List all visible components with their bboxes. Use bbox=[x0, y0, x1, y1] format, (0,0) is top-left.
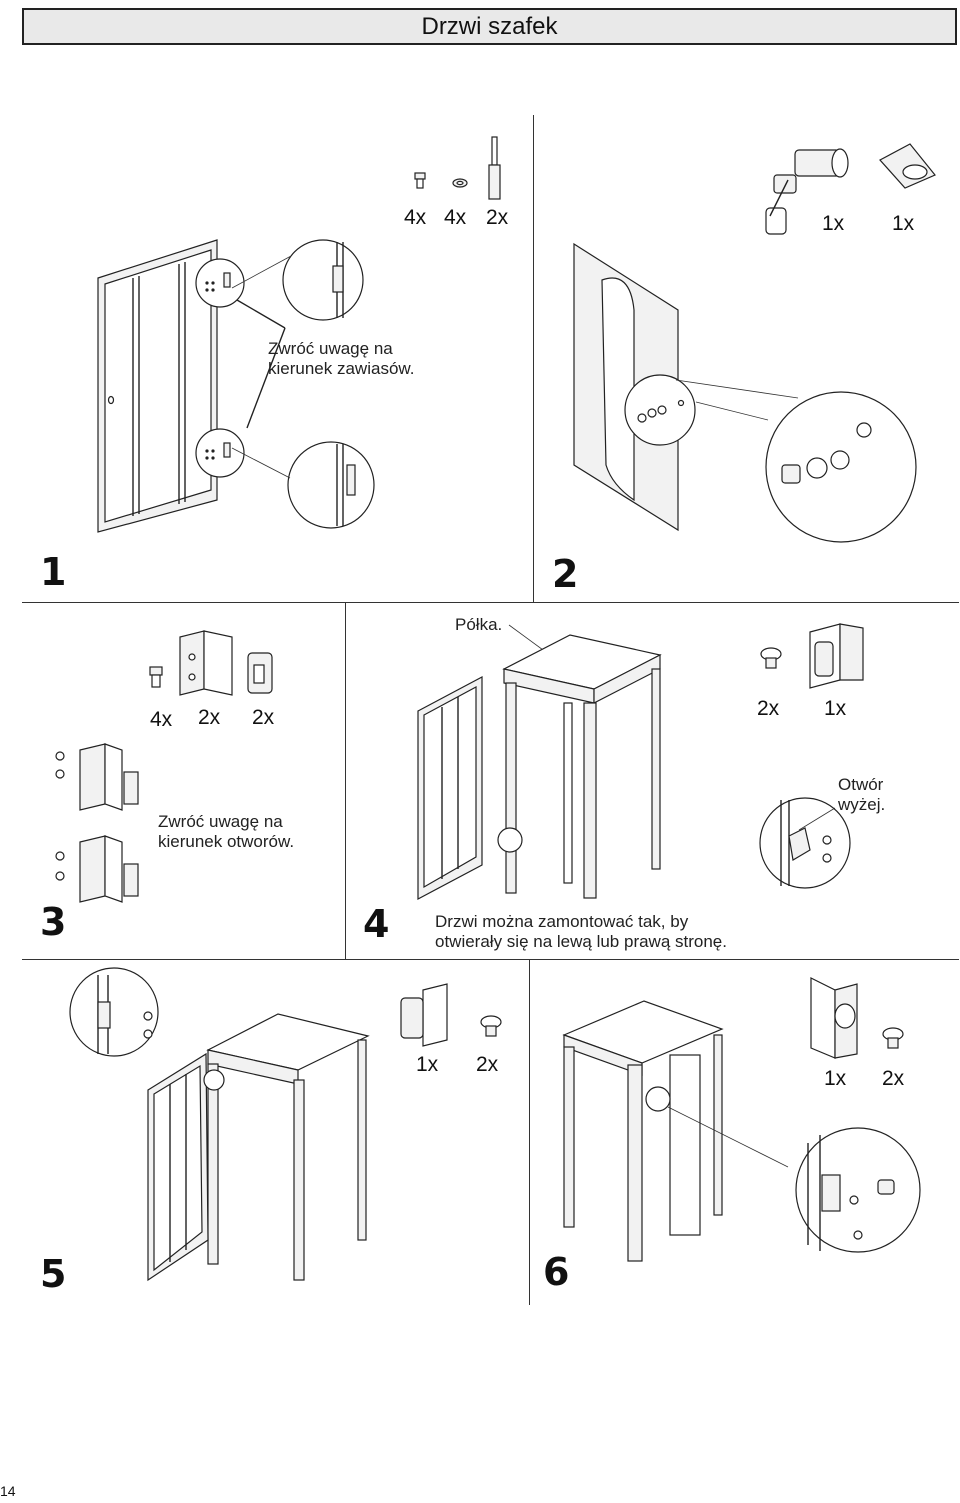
step-2-parts-icons bbox=[760, 130, 940, 245]
step-6-parts-icons bbox=[805, 972, 915, 1067]
screw-icon bbox=[882, 1027, 904, 1049]
step-5-parts-icons bbox=[395, 980, 515, 1050]
step-3-parts-icons bbox=[140, 625, 290, 705]
step-4-shelf-label: Półka. bbox=[455, 615, 503, 634]
step-3-qty-pin: 2x bbox=[252, 706, 275, 729]
step-2-qty-latch: 1x bbox=[892, 212, 915, 235]
step-2-door-figure bbox=[572, 240, 922, 543]
step-6-qty-plate: 1x bbox=[824, 1067, 847, 1090]
step-4-number: 4 bbox=[363, 902, 390, 946]
step-3-number: 3 bbox=[40, 900, 67, 944]
page-number: 14 bbox=[0, 1483, 16, 1499]
step-1-parts-icons bbox=[405, 135, 525, 205]
divider-vertical-bottom bbox=[529, 960, 530, 1305]
step-2-qty-lock: 1x bbox=[822, 212, 845, 235]
step-3-note-line-1: Zwróć uwagę na bbox=[158, 812, 283, 831]
step-6-qty-screw: 2x bbox=[882, 1067, 905, 1090]
step-1-door-figure bbox=[95, 238, 375, 538]
hinge-pin-icon bbox=[488, 136, 501, 200]
step-1-qty-screw: 4x bbox=[404, 206, 427, 229]
step-3-bracket-figure bbox=[50, 742, 150, 907]
lock-with-keys-icon bbox=[765, 148, 849, 235]
step-5-qty-screw: 2x bbox=[476, 1053, 499, 1076]
screw-icon bbox=[149, 666, 163, 688]
step-4-qty-screw: 2x bbox=[757, 697, 780, 720]
step-5-cabinet-figure bbox=[68, 967, 373, 1285]
screw-icon bbox=[55, 751, 65, 881]
step-1-number: 1 bbox=[40, 550, 67, 594]
hinge-bracket-icon bbox=[79, 743, 139, 903]
step-3-qty-screw: 4x bbox=[150, 708, 173, 731]
step-3-note-line-2: kierunek otworów. bbox=[158, 832, 295, 851]
divider-horizontal-top bbox=[22, 602, 959, 603]
latch-plate-icon bbox=[810, 977, 858, 1059]
step-1-note-line-2: kierunek zawiasów. bbox=[268, 359, 415, 378]
hinge-pin-icon bbox=[247, 652, 273, 694]
divider-vertical-top bbox=[533, 115, 534, 602]
step-4-note-line-1: Drzwi można zamontować tak, by bbox=[435, 912, 689, 931]
divider-vertical-middle bbox=[345, 602, 346, 959]
step-3-qty-bracket: 2x bbox=[198, 706, 221, 729]
step-4-parts-icons bbox=[755, 620, 875, 690]
screw-icon bbox=[414, 172, 426, 189]
step-2-number: 2 bbox=[552, 552, 579, 596]
step-5-qty-bracket: 1x bbox=[416, 1053, 439, 1076]
hinge-bracket-icon bbox=[809, 623, 864, 689]
step-4-hole-note-line-2: wyżej. bbox=[838, 795, 886, 814]
step-1-qty-washer: 4x bbox=[444, 206, 467, 229]
hinge-bracket-icon bbox=[179, 630, 233, 696]
step-6-cabinet-figure bbox=[558, 995, 921, 1265]
step-1-note-line-1: Zwróć uwagę na bbox=[268, 339, 393, 358]
screw-icon bbox=[480, 1015, 502, 1037]
step-4-detail-circle bbox=[755, 768, 855, 889]
divider-horizontal-middle bbox=[22, 959, 959, 960]
step-4-hole-note-line-1: Otwór bbox=[838, 775, 884, 794]
screw-icon bbox=[760, 647, 782, 669]
hinge-bracket-icon bbox=[400, 983, 448, 1047]
washer-icon bbox=[452, 178, 468, 188]
step-4-note-line-2: otwierały się na lewą lub prawą stronę. bbox=[435, 932, 727, 951]
latch-plate-icon bbox=[879, 143, 936, 189]
step-6-number: 6 bbox=[543, 1250, 570, 1294]
step-5-number: 5 bbox=[40, 1252, 67, 1296]
step-4-qty-bracket: 1x bbox=[824, 697, 847, 720]
step-4-cabinet-figure bbox=[414, 624, 664, 900]
page-title: Drzwi szafek bbox=[22, 8, 957, 45]
step-1-qty-pin: 2x bbox=[486, 206, 509, 229]
